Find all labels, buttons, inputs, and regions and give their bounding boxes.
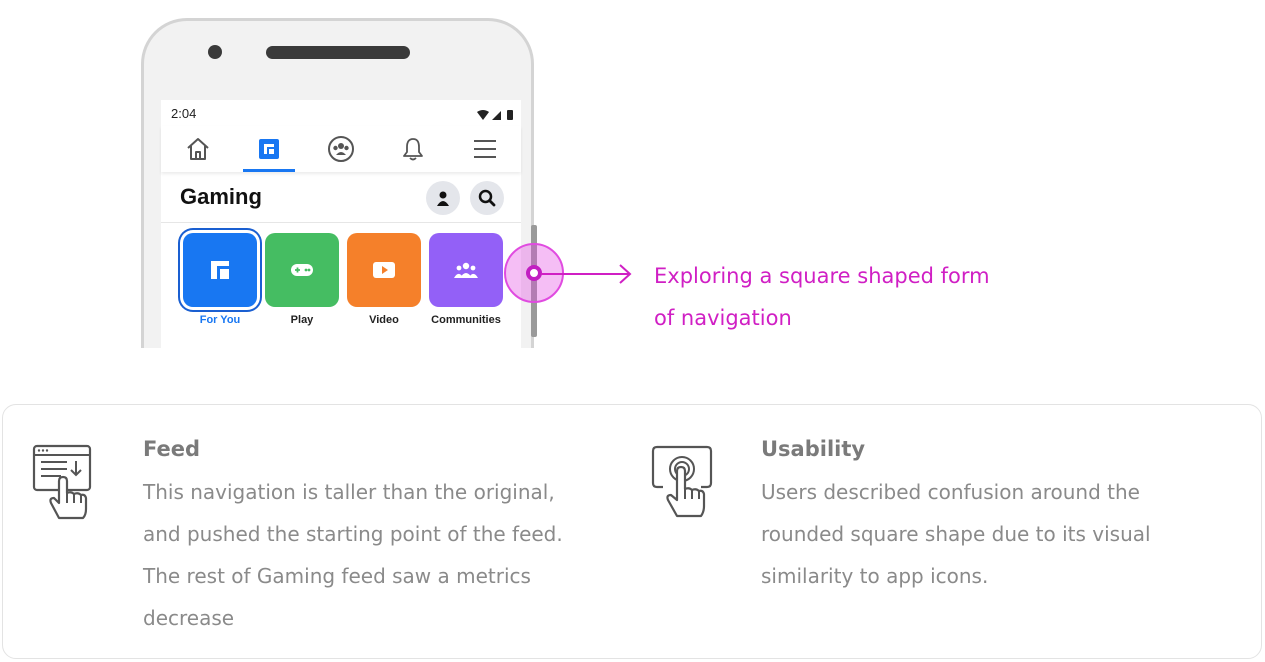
signal-icon <box>492 111 501 120</box>
phone-screen: 2:04 <box>161 100 521 348</box>
nav-tab-menu[interactable] <box>457 126 513 172</box>
nav-tab-home[interactable] <box>170 126 226 172</box>
nav-tab-gaming[interactable] <box>241 126 297 172</box>
nav-tab-notifications[interactable] <box>385 126 441 172</box>
profile-icon <box>437 191 449 206</box>
feed-line: and pushed the starting point of the fee… <box>143 522 563 546</box>
feed-line: This navigation is taller than the origi… <box>143 480 555 504</box>
tile-video[interactable] <box>347 233 421 307</box>
bell-icon <box>403 138 423 161</box>
menu-icon <box>474 140 496 158</box>
gaming-icon <box>259 139 279 159</box>
usability-line: similarity to app icons. <box>761 564 989 588</box>
wifi-icon <box>477 110 489 120</box>
feed-item-icon <box>31 443 93 526</box>
status-time: 2:04 <box>171 106 197 121</box>
usability-line: Users described confusion around the <box>761 480 1140 504</box>
video-icon <box>373 262 395 278</box>
tile-label-communities: Communities <box>431 314 501 326</box>
usability-item-icon <box>649 443 715 524</box>
annotation-marker-dot <box>526 265 542 281</box>
feed-line: The rest of Gaming feed saw a metrics <box>143 564 531 588</box>
tile-communities[interactable] <box>429 233 503 307</box>
gaming-icon <box>211 261 229 279</box>
tile-for-you[interactable] <box>183 233 257 307</box>
tap-icon <box>651 445 713 518</box>
feed-title: Feed <box>143 437 201 461</box>
status-bar: 2:04 <box>161 100 521 126</box>
feed-description: This navigation is taller than the origi… <box>143 471 633 639</box>
feed-line: decrease <box>143 606 235 630</box>
camera-dot <box>208 45 222 59</box>
profile-button[interactable] <box>426 181 460 215</box>
top-nav-bar <box>161 126 521 172</box>
tile-label-video: Video <box>369 314 399 326</box>
findings-card: Feed This navigation is taller than the … <box>2 404 1262 659</box>
controller-icon <box>291 264 313 276</box>
battery-icon <box>507 110 513 120</box>
nav-tab-groups[interactable] <box>313 126 369 172</box>
annotation-callout: Exploring a square shaped form of naviga… <box>654 255 1074 339</box>
annotation-line-1: Exploring a square shaped form <box>654 264 990 288</box>
groups-icon <box>328 136 354 162</box>
gaming-header: Gaming <box>161 172 521 223</box>
annotation-arrow-icon <box>541 264 632 284</box>
page-title: Gaming <box>180 184 262 209</box>
usability-title: Usability <box>761 437 866 461</box>
search-icon <box>478 189 496 207</box>
community-icon <box>454 262 478 278</box>
feed-scroll-icon <box>32 444 92 520</box>
system-icons <box>477 108 517 126</box>
phone-mockup: 2:04 <box>141 18 534 348</box>
usability-line: rounded square shape due to its visual <box>761 522 1151 546</box>
home-icon <box>187 138 209 160</box>
search-button[interactable] <box>470 181 504 215</box>
tile-label-for-you: For You <box>199 314 241 326</box>
tile-play[interactable] <box>265 233 339 307</box>
annotation-line-2: of navigation <box>654 306 792 330</box>
usability-description: Users described confusion around the rou… <box>761 471 1241 597</box>
tile-label-play: Play <box>290 314 314 326</box>
speaker-grille <box>266 46 410 59</box>
